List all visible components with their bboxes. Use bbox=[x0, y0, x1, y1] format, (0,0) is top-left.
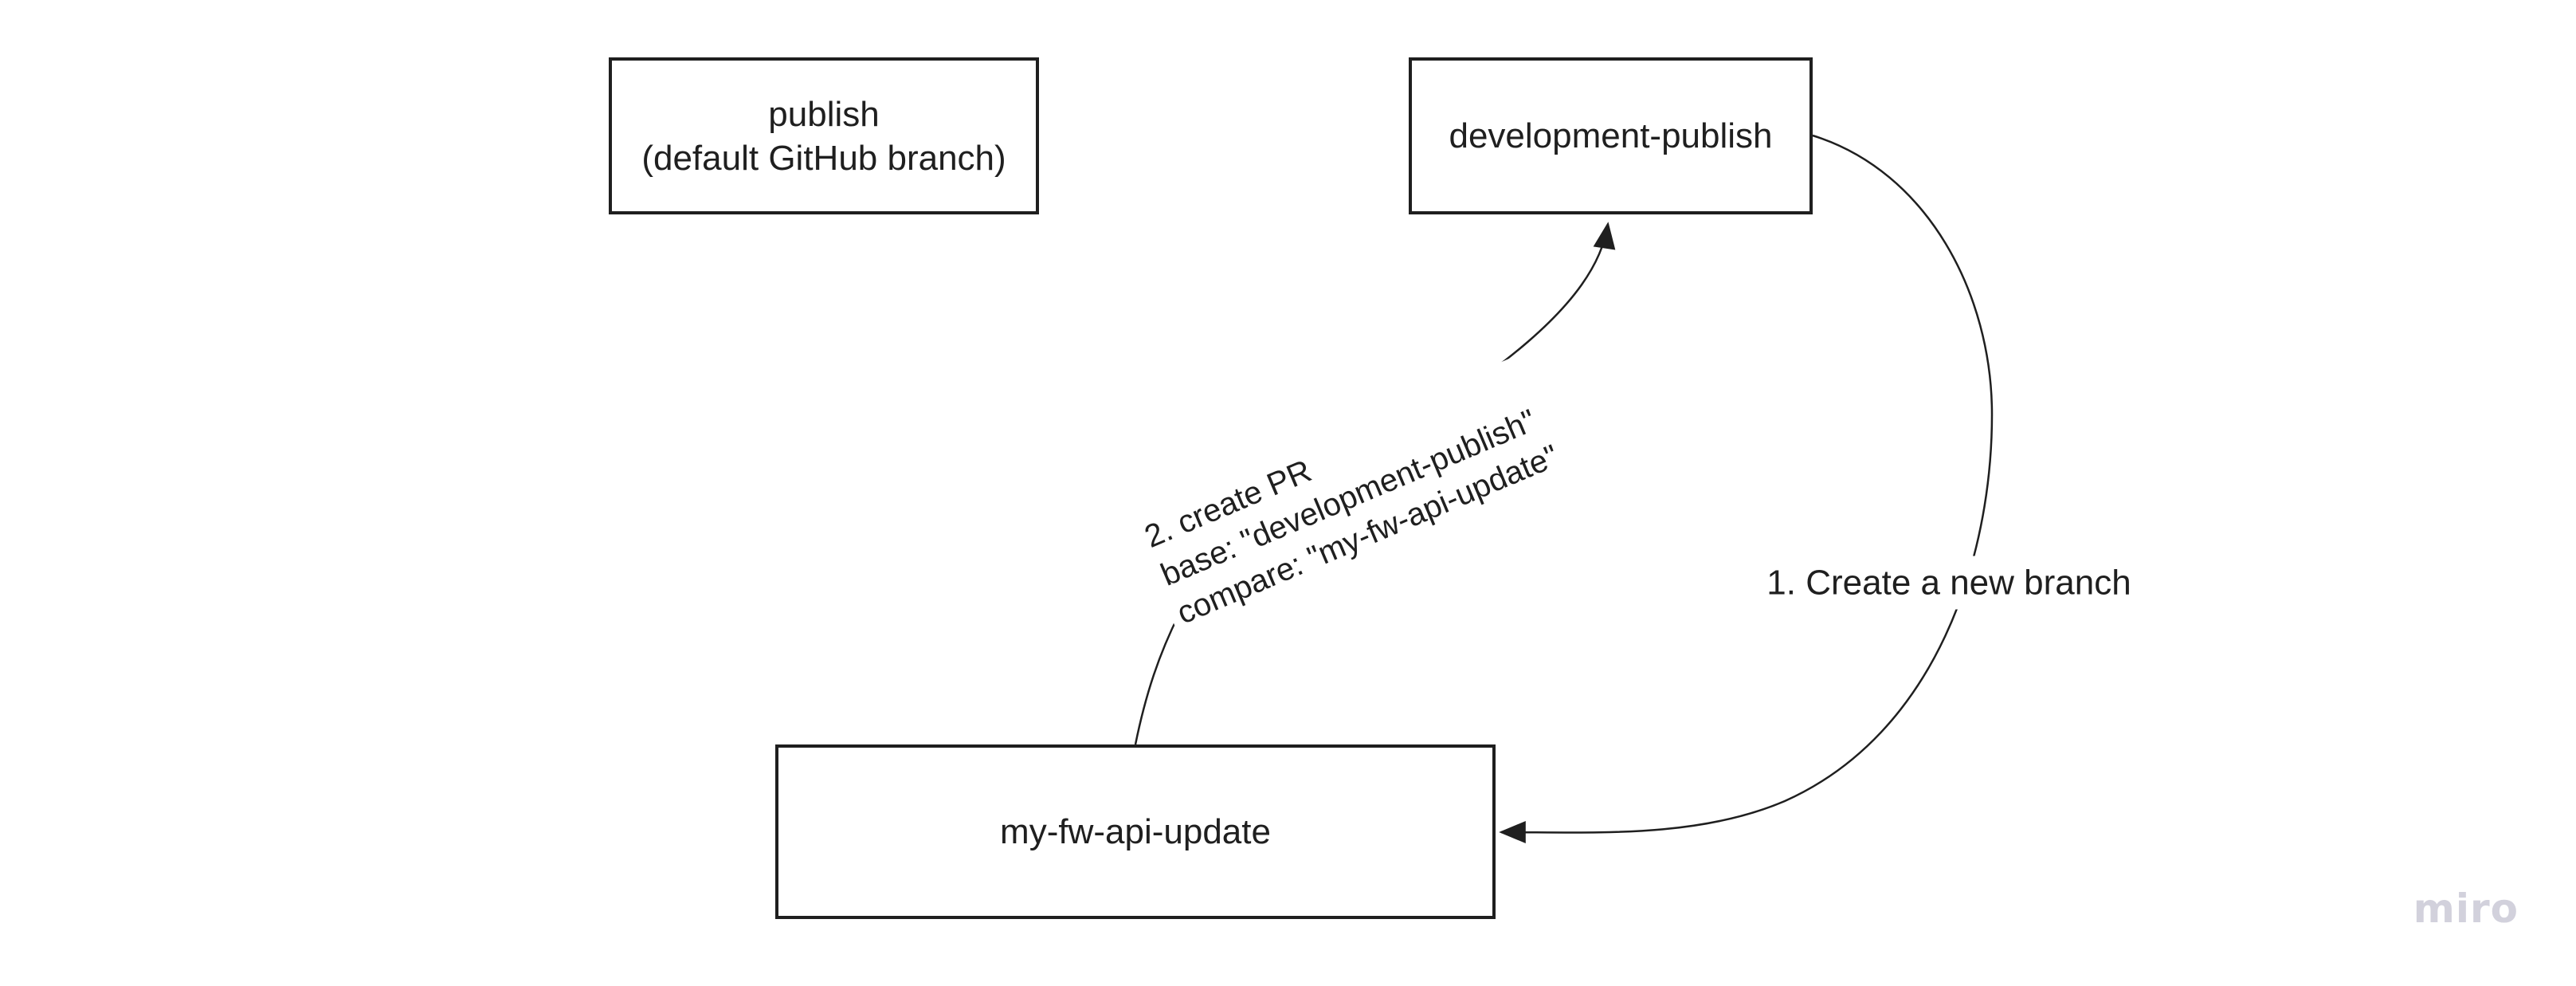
miro-watermark: miro bbox=[2413, 886, 2519, 932]
edge-create-branch-curve[interactable] bbox=[1499, 134, 1994, 844]
edge-label-create-branch[interactable]: 1. Create a new branch bbox=[1755, 556, 2143, 610]
node-development-publish[interactable]: development-publish bbox=[1409, 57, 1813, 214]
node-development-publish-label: development-publish bbox=[1449, 116, 1773, 155]
node-publish-default-branch[interactable]: publish (default GitHub branch) bbox=[609, 57, 1039, 214]
node-my-fw-api-update-label: my-fw-api-update bbox=[1000, 812, 1271, 851]
node-my-fw-api-update[interactable]: my-fw-api-update bbox=[775, 744, 1496, 919]
node-publish-label: publish (default GitHub branch) bbox=[641, 94, 1006, 178]
